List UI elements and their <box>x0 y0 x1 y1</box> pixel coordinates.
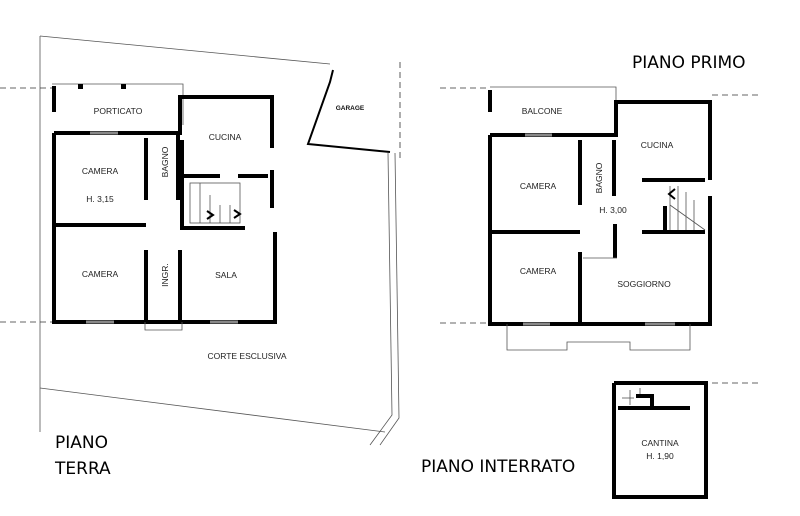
first-floor-plan: BALCONE CUCINA CAMERA BAGNO H. 3,00 CAME… <box>488 86 712 351</box>
room-label-camera: CAMERA <box>82 269 119 279</box>
room-label-sala: SALA <box>215 270 237 280</box>
room-label-balcone: BALCONE <box>522 106 563 116</box>
room-label-corte: CORTE ESCLUSIVA <box>207 351 286 361</box>
floor-title-terra-line1: PIANO <box>55 433 108 453</box>
room-height-label: H. 1,90 <box>646 451 674 461</box>
room-label-garage: GARAGE <box>336 105 365 112</box>
garage: GARAGE <box>306 69 391 153</box>
room-label-soggiorno: SOGGIORNO <box>617 279 671 289</box>
room-label-ingresso: INGR. <box>160 263 170 287</box>
room-label-porticato: PORTICATO <box>94 106 143 116</box>
basement-plan: CANTINA H. 1,90 <box>612 381 708 499</box>
room-label-camera: CAMERA <box>520 266 557 276</box>
floor-title-terra-line2: TERRA <box>54 459 111 479</box>
room-label-cucina: CUCINA <box>209 132 242 142</box>
floor-title-primo: PIANO PRIMO <box>632 53 746 73</box>
room-label-camera: CAMERA <box>82 166 119 176</box>
room-label-cantina: CANTINA <box>641 438 679 448</box>
room-label-bagno: BAGNO <box>594 162 604 193</box>
property-boundary <box>0 35 760 446</box>
room-label-camera: CAMERA <box>520 181 557 191</box>
room-height-label: H. 3,15 <box>86 194 114 204</box>
room-label-cucina: CUCINA <box>641 140 674 150</box>
staircase-icon <box>622 388 641 405</box>
room-label-bagno: BAGNO <box>160 146 170 177</box>
room-height-label: H. 3,00 <box>599 205 627 215</box>
ground-floor-plan: PORTICATO CUCINA CAMERA H. 3,15 BAGNO CA… <box>52 83 287 361</box>
staircase-icon <box>189 182 242 224</box>
floor-title-interrato: PIANO INTERRATO <box>421 457 575 477</box>
staircase-icon <box>667 186 706 231</box>
